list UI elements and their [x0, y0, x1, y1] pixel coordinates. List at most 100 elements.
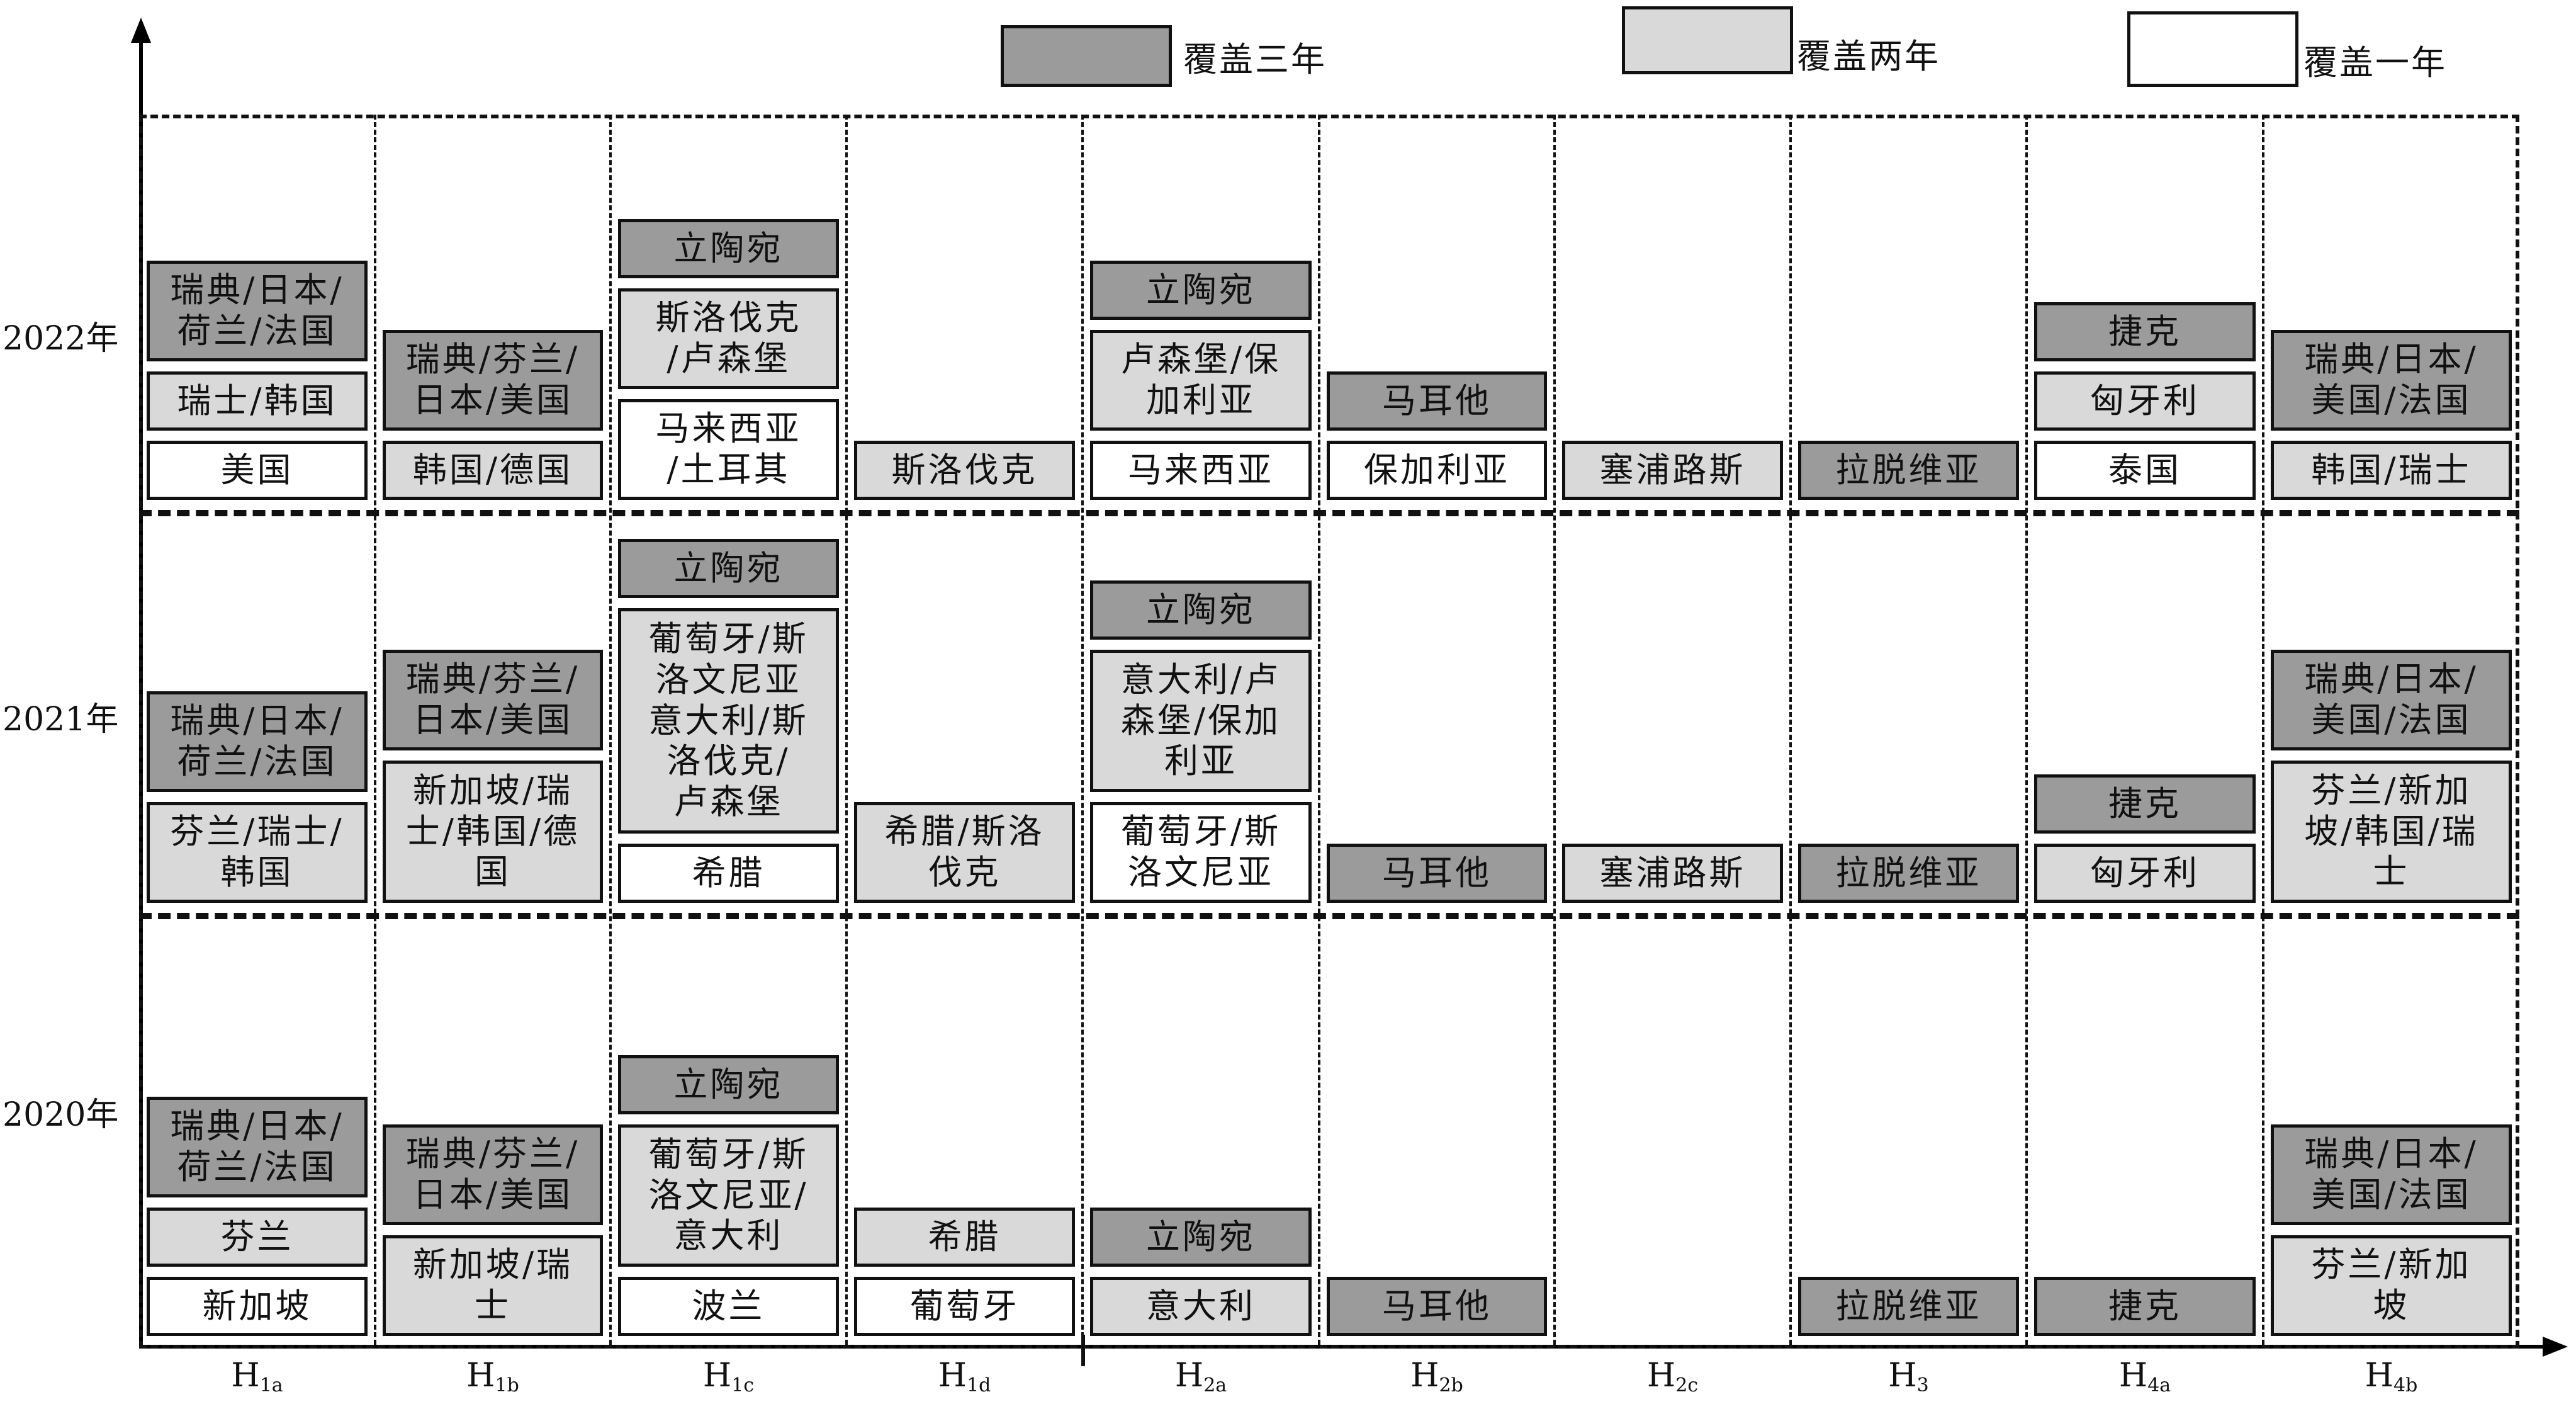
cell-h1c-2020-level1: 波兰	[618, 1277, 839, 1336]
legend-swatch-level2	[1622, 6, 1793, 74]
legend-label-level1: 覆盖一年	[2303, 43, 2447, 82]
cell-text: 美国	[220, 450, 294, 490]
cell-h4b-2021-level3: 瑞典/日本/ 美国/法国	[2271, 650, 2512, 750]
column-label-h2c: H2c	[1646, 1357, 1699, 1396]
cell-h2a-2021-level3: 立陶宛	[1090, 580, 1312, 640]
cell-h2a-2021-level1: 葡萄牙/斯 洛文尼亚	[1090, 802, 1312, 903]
cell-h1c-2020-level3: 立陶宛	[618, 1055, 839, 1114]
cell-h2a-2020-level2: 意大利	[1090, 1277, 1312, 1336]
cell-text: 马耳他	[1382, 1286, 1492, 1326]
cell-h1b-2022-level2: 韩国/德国	[383, 441, 603, 500]
cell-text: 芬兰	[220, 1216, 294, 1257]
column-label-h3: H3	[1888, 1357, 1929, 1396]
cell-text: 新加坡	[202, 1286, 312, 1326]
cell-text: 斯洛伐克 /卢森堡	[655, 298, 802, 378]
cell-h1a-2021-level2: 芬兰/瑞士/ 韩国	[147, 802, 368, 903]
cell-h4a-2022-level2: 匈牙利	[2034, 371, 2256, 431]
cell-text: 葡萄牙	[909, 1286, 1020, 1326]
cell-text: 瑞典/日本/ 美国/法国	[2304, 339, 2478, 420]
cell-h2b-2022-level3: 马耳他	[1327, 371, 1547, 431]
cell-h2b-2020-level3: 马耳他	[1327, 1277, 1547, 1336]
column-divider	[2262, 115, 2264, 1345]
column-label-h4b: H4b	[2365, 1357, 2418, 1396]
cell-h1b-2020-level2: 新加坡/瑞 士	[383, 1235, 603, 1336]
cell-h2c-2021-level2: 塞浦路斯	[1562, 844, 1783, 903]
column-divider	[1789, 115, 1792, 1345]
legend-label-level2: 覆盖两年	[1797, 37, 1940, 76]
cell-h4a-2020-level3: 捷克	[2034, 1277, 2256, 1336]
cell-h2a-2020-level3: 立陶宛	[1090, 1208, 1312, 1267]
cell-text: 立陶宛	[1146, 269, 1256, 310]
cell-text: 斯洛伐克	[891, 450, 1038, 490]
cell-text: 希腊/斯洛 伐克	[884, 812, 1045, 892]
cell-h1b-2022-level3: 瑞典/芬兰/ 日本/美国	[383, 330, 603, 431]
cell-h4b-2022-level3: 瑞典/日本/ 美国/法国	[2271, 330, 2512, 431]
cell-h1c-2022-level3: 立陶宛	[618, 219, 839, 278]
cell-h1c-2021-level1: 希腊	[618, 844, 839, 903]
legend-swatch-level1	[2127, 11, 2298, 87]
cell-h1a-2022-level1: 美国	[147, 441, 368, 500]
cell-text: 瑞典/日本/ 美国/法国	[2304, 1134, 2478, 1214]
column-label-h2b: H2b	[1410, 1357, 1463, 1396]
cell-h3-2021-level3: 拉脱维亚	[1798, 844, 2019, 903]
cell-h1c-2020-level2: 葡萄牙/斯 洛文尼亚/ 意大利	[618, 1124, 839, 1267]
cell-text: 马耳他	[1382, 852, 1492, 893]
year-label-2021: 2021年	[3, 701, 119, 738]
cell-text: 拉脱维亚	[1835, 852, 1982, 893]
cell-text: 意大利/卢 森堡/保加 利亚	[1120, 659, 1281, 781]
cell-text: 泰国	[2108, 450, 2181, 490]
cell-h2c-2022-level2: 塞浦路斯	[1562, 441, 1783, 500]
cell-h3-2020-level3: 拉脱维亚	[1798, 1277, 2019, 1336]
cell-h1c-2022-level1: 马来西亚 /土耳其	[618, 399, 839, 500]
cell-h1d-2021-level2: 希腊/斯洛 伐克	[854, 802, 1075, 903]
cell-text: 捷克	[2108, 1286, 2181, 1326]
cell-h1c-2022-level2: 斯洛伐克 /卢森堡	[618, 288, 839, 389]
column-divider	[1081, 115, 1084, 1345]
cell-h1c-2021-level3: 立陶宛	[618, 539, 839, 598]
column-label-h1c: H1c	[702, 1357, 755, 1396]
year-label-2022: 2022年	[3, 320, 119, 358]
cell-text: 瑞典/日本/ 荷兰/法国	[170, 1106, 344, 1187]
cell-h1a-2021-level3: 瑞典/日本/ 荷兰/法国	[147, 691, 368, 792]
cell-h1a-2020-level3: 瑞典/日本/ 荷兰/法国	[147, 1097, 368, 1197]
cell-text: 拉脱维亚	[1835, 450, 1982, 490]
cell-text: 意大利	[1146, 1286, 1256, 1326]
cell-h1c-2021-level2: 葡萄牙/斯 洛文尼亚 意大利/斯 洛伐克/ 卢森堡	[618, 608, 839, 834]
cell-text: 瑞典/芬兰/ 日本/美国	[405, 339, 580, 420]
cell-text: 卢森堡/保 加利亚	[1120, 339, 1281, 420]
cell-h1d-2020-level2: 希腊	[854, 1208, 1075, 1267]
cell-text: 塞浦路斯	[1599, 852, 1746, 893]
column-label-h4a: H4a	[2118, 1357, 2171, 1396]
cell-h2a-2022-level1: 马来西亚	[1090, 441, 1312, 500]
column-divider	[609, 115, 612, 1345]
cell-text: 塞浦路斯	[1599, 450, 1746, 490]
cell-text: 匈牙利	[2090, 380, 2200, 421]
cell-text: 芬兰/新加 坡/韩国/瑞 士	[2304, 770, 2478, 892]
cell-h2a-2022-level3: 立陶宛	[1090, 261, 1312, 320]
cell-text: 瑞典/芬兰/ 日本/美国	[405, 1134, 580, 1214]
row-divider-2022-2021	[139, 510, 2519, 516]
group-separator	[1081, 1335, 1085, 1366]
y-axis-arrow	[131, 18, 151, 43]
cell-text: 马来西亚	[1128, 450, 1274, 490]
cell-h1a-2022-level2: 瑞士/韩国	[147, 371, 368, 431]
cell-text: 希腊	[692, 852, 765, 893]
cell-h2a-2022-level2: 卢森堡/保 加利亚	[1090, 330, 1312, 431]
cell-text: 葡萄牙/斯 洛文尼亚 意大利/斯 洛伐克/ 卢森堡	[648, 619, 809, 822]
cell-text: 立陶宛	[1146, 589, 1256, 630]
column-label-h1b: H1b	[466, 1357, 519, 1396]
cell-text: 新加坡/瑞 士	[412, 1245, 573, 1325]
cell-h4b-2022-level2: 韩国/瑞士	[2271, 441, 2512, 500]
cell-text: 瑞士/韩国	[177, 380, 337, 421]
year-label-2020: 2020年	[3, 1096, 119, 1134]
cell-h1a-2020-level2: 芬兰	[147, 1208, 368, 1267]
cell-h4b-2020-level3: 瑞典/日本/ 美国/法国	[2271, 1124, 2512, 1225]
cell-text: 瑞典/日本/ 荷兰/法国	[170, 701, 344, 781]
cell-h4b-2021-level2: 芬兰/新加 坡/韩国/瑞 士	[2271, 761, 2512, 903]
cell-h1b-2021-level2: 新加坡/瑞 士/韩国/德 国	[383, 761, 603, 903]
cell-h2a-2021-level2: 意大利/卢 森堡/保加 利亚	[1090, 650, 1312, 792]
cell-text: 拉脱维亚	[1835, 1286, 1982, 1326]
cell-h4a-2022-level1: 泰国	[2034, 441, 2256, 500]
cell-h2b-2022-level1: 保加利亚	[1327, 441, 1547, 500]
